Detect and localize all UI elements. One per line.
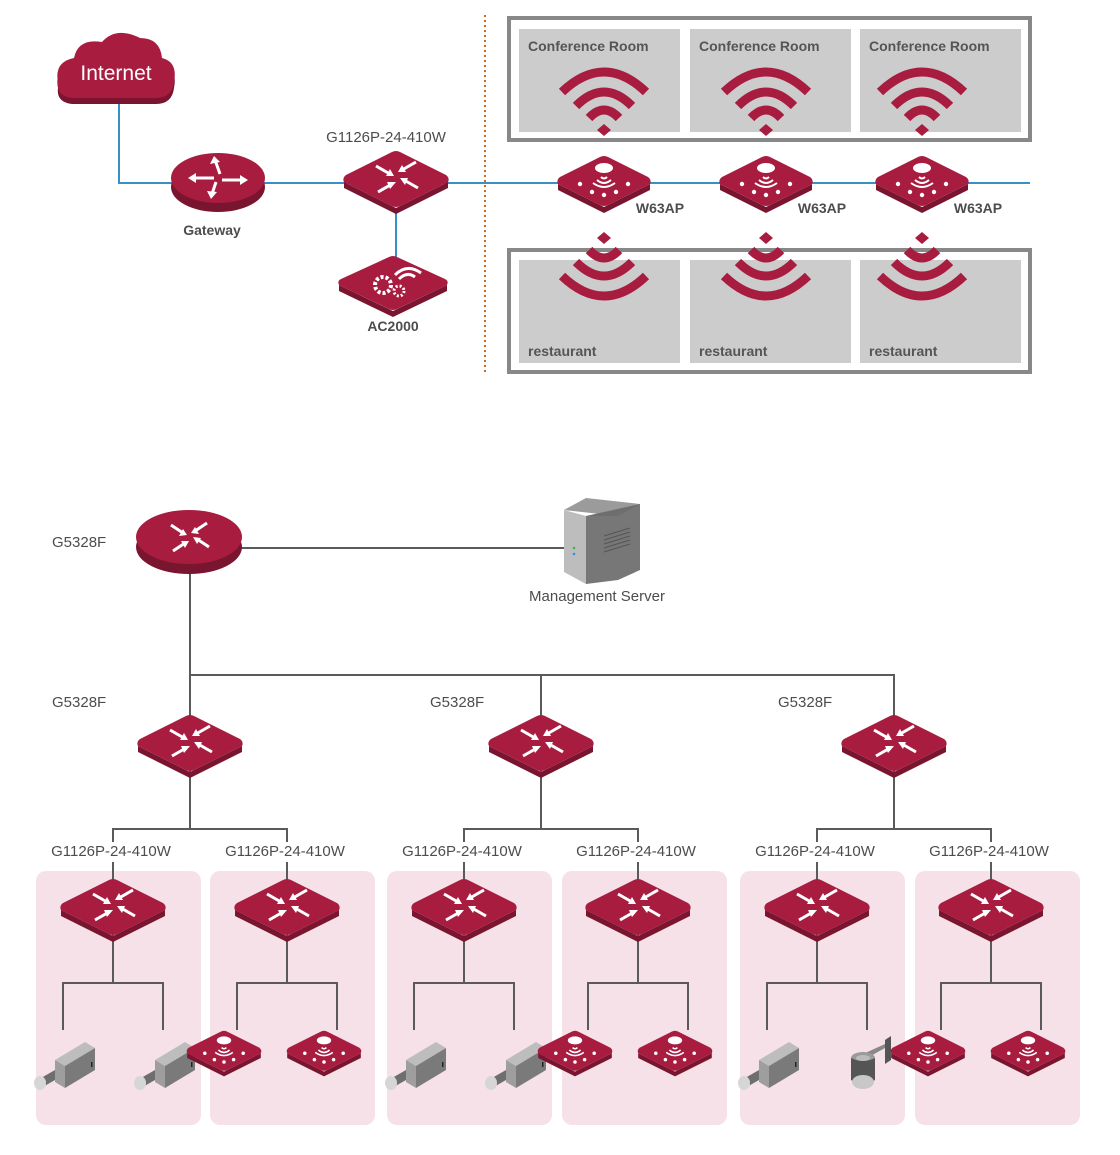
access-switch-group: G1126P-24-410W	[185, 843, 363, 1078]
aggregation-switch-label: G5328F	[778, 694, 832, 711]
restaurant-label: restaurant	[699, 343, 768, 359]
management-server-label: Management Server	[529, 588, 665, 605]
internet-label: Internet	[80, 62, 151, 85]
access-point-label: W63AP	[798, 200, 846, 216]
restaurant-zone-border	[507, 248, 1032, 374]
wireless-access-point: W63AP	[556, 72, 684, 296]
gateway-label: Gateway	[183, 222, 241, 238]
controller-ac2000	[338, 256, 448, 317]
internet-cloud: Internet	[57, 32, 175, 104]
access-point-label: W63AP	[954, 200, 1002, 216]
access-switch-group: G1126P-24-410W	[34, 843, 195, 1090]
aggregation-switch-icon	[135, 713, 245, 780]
access-point-label: W63AP	[636, 200, 684, 216]
access-switch-label: G1126P-24-410W	[755, 843, 876, 860]
gear-icon	[373, 275, 393, 295]
wifi-icon	[393, 267, 422, 281]
aggregation-switch-icon	[839, 713, 949, 780]
access-switch-group: G1126P-24-410W	[536, 843, 714, 1078]
management-server-icon	[564, 498, 640, 584]
restaurant-label: restaurant	[528, 343, 597, 359]
conference-room-label: Conference Room	[528, 38, 649, 54]
access-switch-group: G1126P-24-410W	[889, 843, 1067, 1078]
conference-room-label: Conference Room	[699, 38, 820, 54]
restaurant-label: restaurant	[869, 343, 938, 359]
conference-room-label: Conference Room	[869, 38, 990, 54]
conference-zone-border	[507, 16, 1032, 142]
access-switch-label: G1126P-24-410W	[225, 843, 346, 860]
access-switch-label: G1126P-24-410W	[51, 843, 172, 860]
wireless-access-point: W63AP	[718, 72, 846, 296]
aggregation-switch-icon	[486, 713, 596, 780]
aggregation-switch-label: G5328F	[52, 694, 106, 711]
aggregation-switch-label: G5328F	[430, 694, 484, 711]
top-section: Conference Room Conference Room Conference…	[57, 15, 1032, 375]
core-switch	[136, 510, 242, 574]
access-switch-label: G1126P-24-410W	[402, 843, 523, 860]
controller-label: AC2000	[367, 318, 419, 334]
access-switch-label: G1126P-24-410W	[929, 843, 1050, 860]
access-switch-label: G1126P-24-410W	[576, 843, 697, 860]
poe-switch-label: G1126P-24-410W	[326, 129, 447, 146]
gateway-router	[171, 153, 265, 212]
switch-arrows-icon	[170, 521, 210, 553]
router-arrows-icon	[188, 156, 248, 199]
access-switch-group: G1126P-24-410W	[385, 843, 546, 1090]
links-bottom	[189, 547, 895, 720]
bottom-section: G5328F Management Server G5328F G5328F G53…	[34, 498, 1080, 1125]
core-switch-label: G5328F	[52, 534, 106, 551]
access-switch-group: G1126P-24-410W	[738, 843, 891, 1090]
poe-switch-icon	[341, 149, 451, 216]
wireless-access-point: W63AP	[874, 72, 1002, 296]
